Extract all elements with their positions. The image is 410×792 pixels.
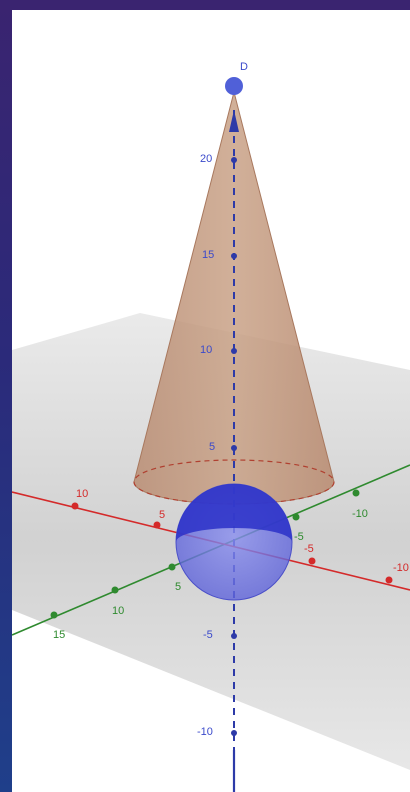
x-tick-label: 10 (76, 488, 88, 500)
x-tick-label: -10 (393, 562, 409, 574)
y-tick-dot (111, 586, 119, 594)
sphere-upper-cap (176, 484, 292, 542)
z-tick-dot (231, 445, 237, 451)
y-tick-label: 5 (175, 581, 181, 593)
x-tick-dot (71, 502, 79, 510)
x-tick-dot (385, 576, 393, 584)
x-tick-dot (308, 557, 316, 565)
z-tick-label: 15 (202, 249, 214, 261)
x-tick-label: -5 (304, 543, 314, 555)
z-tick-dot (231, 157, 237, 163)
z-tick-dot (231, 730, 237, 736)
scene-canvas[interactable]: D 20 15 10 5 -5 -10 10 5 -5 -10 15 10 5 … (12, 10, 410, 792)
y-tick-label: -10 (352, 508, 368, 520)
z-tick-label: -5 (203, 629, 213, 641)
z-tick-label: 10 (200, 344, 212, 356)
y-tick-dot (50, 611, 58, 619)
x-tick-dot (153, 521, 161, 529)
z-tick-dot (231, 348, 237, 354)
y-tick-label: 10 (112, 605, 124, 617)
z-tick-label: 20 (200, 153, 212, 165)
z-axis-arrow (229, 110, 239, 132)
point-d[interactable] (225, 77, 243, 95)
x-tick-label: 5 (159, 509, 165, 521)
y-tick-dot (352, 489, 360, 497)
graphics-3d-view[interactable]: D 20 15 10 5 -5 -10 10 5 -5 -10 15 10 5 … (12, 10, 410, 792)
z-tick-label: 5 (209, 441, 215, 453)
z-tick-dot (231, 253, 237, 259)
y-tick-label: -5 (294, 531, 304, 543)
z-tick-dot (231, 633, 237, 639)
y-tick-dot (292, 513, 300, 521)
cone-base-back-edge (133, 459, 335, 505)
point-d-label: D (240, 61, 248, 73)
y-tick-dot (168, 563, 176, 571)
z-tick-label: -10 (197, 726, 213, 738)
y-tick-label: 15 (53, 629, 65, 641)
